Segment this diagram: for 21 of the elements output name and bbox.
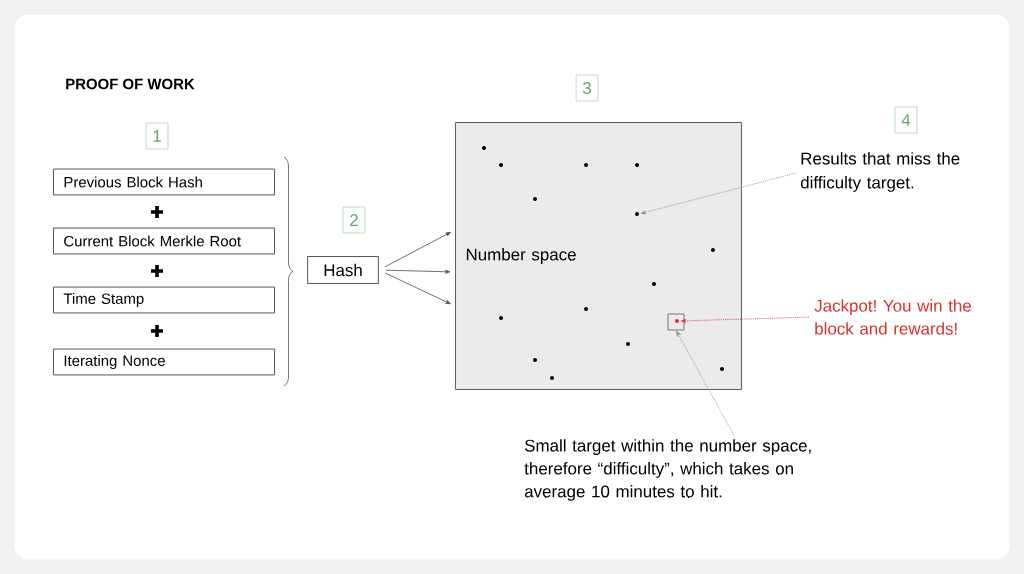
hash-box: Hash xyxy=(307,256,379,284)
annotation-text: Jackpot! You win the block and rewards! xyxy=(814,299,971,335)
leader-line xyxy=(641,172,796,215)
annotation-text: Results that miss the difficulty target. xyxy=(800,152,960,192)
callout-number: 1 xyxy=(145,122,169,150)
input-box: Current Block Merkle Root xyxy=(52,227,276,255)
input-box: Time Stamp xyxy=(52,286,276,314)
target-square xyxy=(667,313,685,331)
title: PROOF OF WORK xyxy=(66,78,195,90)
leader-line xyxy=(676,331,735,437)
leader-line xyxy=(681,316,810,323)
callout-number: 4 xyxy=(894,106,918,134)
arrow xyxy=(385,269,451,274)
callout-number: 2 xyxy=(342,206,366,234)
annotation-text: Small target within the number space, therefore “difficulty”, which takes on average 10 minutes to hit. xyxy=(524,439,811,501)
callout-number: 3 xyxy=(575,74,599,102)
arrow xyxy=(384,272,451,305)
arrow xyxy=(384,232,451,268)
number-space-square: Number space xyxy=(455,122,742,390)
input-box: Iterating Nonce xyxy=(52,348,276,376)
input-box: Previous Block Hash xyxy=(52,168,276,196)
